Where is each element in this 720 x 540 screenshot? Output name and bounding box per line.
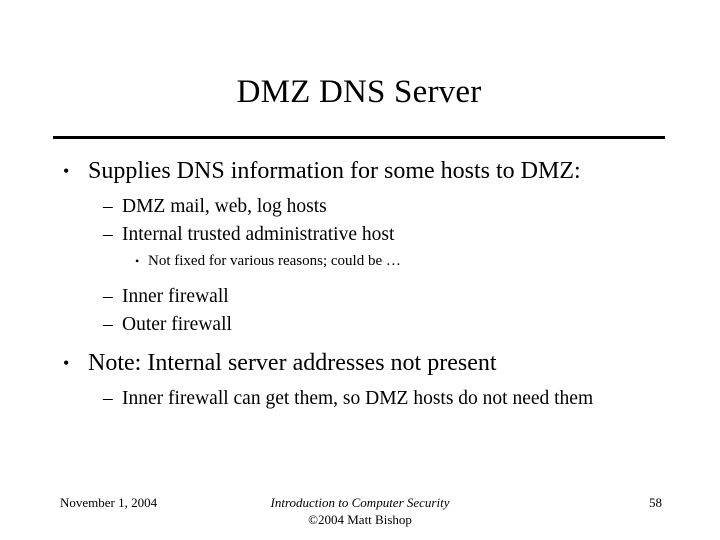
bullet-marker-level2: – — [103, 286, 113, 307]
bullet-level1: • Supplies DNS information for some host… — [53, 158, 665, 185]
bullet-level2: – DMZ mail, web, log hosts — [53, 195, 665, 218]
bullet-text: DMZ mail, web, log hosts — [122, 196, 327, 217]
bullet-marker-level2: – — [103, 388, 113, 409]
footer-date: November 1, 2004 — [60, 495, 158, 510]
bullet-text: Supplies DNS information for some hosts … — [88, 158, 581, 184]
bullet-text: Internal trusted administrative host — [122, 224, 395, 245]
bullet-level2: – Internal trusted administrative host — [53, 223, 665, 246]
bullet-level2: – Inner firewall can get them, so DMZ ho… — [53, 387, 665, 410]
bullet-level1: • Note: Internal server addresses not pr… — [53, 350, 665, 377]
footer-center-block: Introduction to Computer Security ©2004 … — [160, 494, 560, 528]
slide-footer: November 1, 2004 Introduction to Compute… — [0, 494, 720, 538]
footer-copyright: ©2004 Matt Bishop — [308, 512, 412, 527]
bullet-level2: – Outer firewall — [53, 313, 665, 336]
bullet-marker-level1: • — [63, 161, 70, 181]
footer-course-title: Introduction to Computer Security — [270, 495, 450, 510]
bullet-text: Note: Internal server addresses not pres… — [88, 350, 497, 376]
slide-title: DMZ DNS Server — [236, 74, 482, 110]
bullet-marker-level2: – — [103, 224, 113, 245]
bullet-marker-level3: • — [135, 254, 140, 268]
footer-page-number: 58 — [649, 495, 662, 510]
bullet-text: Not fixed for various reasons; could be … — [148, 253, 401, 269]
bullet-marker-level1: • — [63, 353, 70, 373]
bullet-text: Outer firewall — [122, 314, 232, 335]
bullet-text: Inner firewall can get them, so DMZ host… — [122, 388, 594, 409]
bullet-level2: – Inner firewall — [53, 285, 665, 308]
bullet-marker-level2: – — [103, 196, 113, 217]
bullet-text: Inner firewall — [122, 286, 229, 307]
title-underline-rule — [53, 136, 665, 139]
bullet-level3: • Not fixed for various reasons; could b… — [53, 252, 665, 271]
slide-body: • Supplies DNS information for some host… — [53, 158, 665, 410]
bullet-marker-level2: – — [103, 314, 113, 335]
